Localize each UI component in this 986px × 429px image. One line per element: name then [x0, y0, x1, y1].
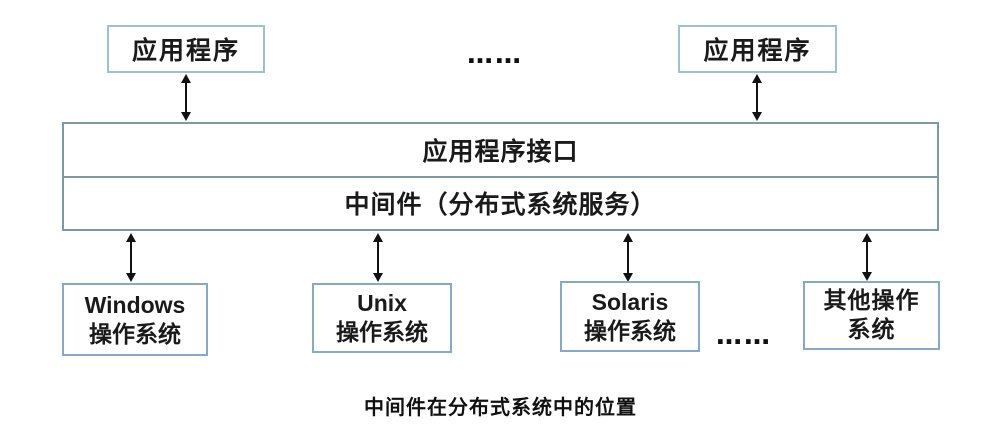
arrow-shaft — [866, 239, 868, 275]
bottom-ellipsis: …… — [716, 321, 772, 351]
os-box-solaris-name: Solaris — [591, 288, 669, 315]
api-layer: 应用程序接口 — [64, 124, 937, 178]
os-box-windows-suffix: 操作系统 — [89, 320, 181, 347]
arrow-shaft — [627, 239, 629, 276]
os-box-windows: Windows 操作系统 — [62, 283, 208, 356]
application-box-right: 应用程序 — [678, 25, 837, 73]
os-box-unix: Unix 操作系统 — [312, 283, 452, 353]
middleware-layer-label: 中间件（分布式系统服务） — [344, 192, 657, 220]
diagram-caption: 中间件在分布式系统中的位置 — [364, 397, 637, 419]
double-arrow-os-unix — [372, 233, 384, 282]
os-box-unix-suffix: 操作系统 — [336, 319, 428, 345]
os-box-unix-name: Unix — [357, 290, 407, 317]
os-box-windows-name: Windows — [84, 291, 186, 318]
os-box-other-line2: 系统 — [847, 316, 896, 342]
double-arrow-app-right — [751, 74, 763, 121]
arrow-shaft — [185, 80, 187, 115]
middleware-layer: 中间件（分布式系统服务） — [64, 178, 937, 230]
os-box-solaris-suffix: 操作系统 — [584, 317, 676, 344]
application-box-right-label: 应用程序 — [703, 38, 812, 65]
double-arrow-os-other — [861, 233, 873, 281]
arrow-shaft — [130, 239, 132, 276]
application-box-left-label: 应用程序 — [131, 38, 240, 65]
double-arrow-app-left — [180, 74, 192, 121]
api-layer-label: 应用程序接口 — [422, 138, 579, 166]
double-arrow-os-solaris — [622, 233, 634, 282]
os-box-solaris: Solaris 操作系统 — [560, 281, 700, 352]
top-ellipsis: …… — [467, 40, 523, 70]
double-arrow-os-windows — [125, 233, 137, 282]
os-box-other: 其他操作 系统 — [803, 281, 940, 350]
application-box-left: 应用程序 — [107, 25, 265, 73]
arrow-shaft — [377, 239, 379, 276]
arrow-shaft — [756, 80, 758, 115]
os-box-other-line1: 其他操作 — [823, 287, 920, 313]
middleware-band: 应用程序接口 中间件（分布式系统服务） — [62, 122, 939, 231]
